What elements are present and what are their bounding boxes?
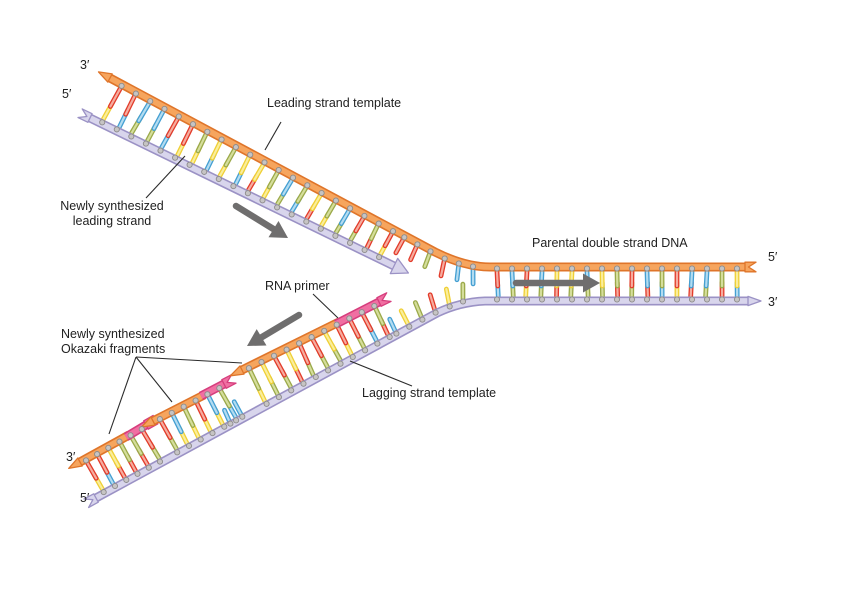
- lagging-direction-arrow: [247, 311, 303, 346]
- base-pairs: [85, 86, 740, 492]
- phosphate-dots: [82, 82, 741, 496]
- three-prime-label-bottom-left: 3′: [66, 450, 76, 464]
- five-prime-label-right: 5′: [768, 250, 778, 264]
- parental-double-strand-dna-label: Parental double strand DNA: [532, 236, 688, 250]
- three-prime-label-right: 3′: [768, 295, 778, 309]
- pointer-line: [312, 293, 339, 319]
- five-prime-label-bottom-left: 5′: [80, 491, 90, 505]
- lagging-strand-template-label: Lagging strand template: [362, 386, 497, 400]
- five-prime-label-top-left: 5′: [62, 87, 72, 101]
- pointer-line: [264, 121, 282, 151]
- newly-synthesized-okazaki-label: Newly synthesized Okazaki fragments: [61, 327, 166, 356]
- annotations: [108, 121, 600, 435]
- leading-strand-template-label: Leading strand template: [267, 96, 402, 110]
- three-prime-label-top-left: 3′: [80, 58, 90, 72]
- rna-primer-label: RNA primer: [265, 279, 330, 293]
- pointer-line: [108, 356, 137, 435]
- newly-synthesized-leading-label: Newly synthesized leading strand: [60, 199, 164, 228]
- pointer-line: [135, 356, 243, 364]
- pointer-line: [349, 360, 413, 387]
- pointer-line: [135, 356, 173, 403]
- leading-direction-arrow: [232, 202, 288, 238]
- leading-strand-template: [97, 71, 757, 273]
- newly-synthesized-leading-strand: [77, 108, 410, 275]
- parental-direction-arrow: [512, 273, 600, 293]
- pointer-line: [145, 155, 186, 199]
